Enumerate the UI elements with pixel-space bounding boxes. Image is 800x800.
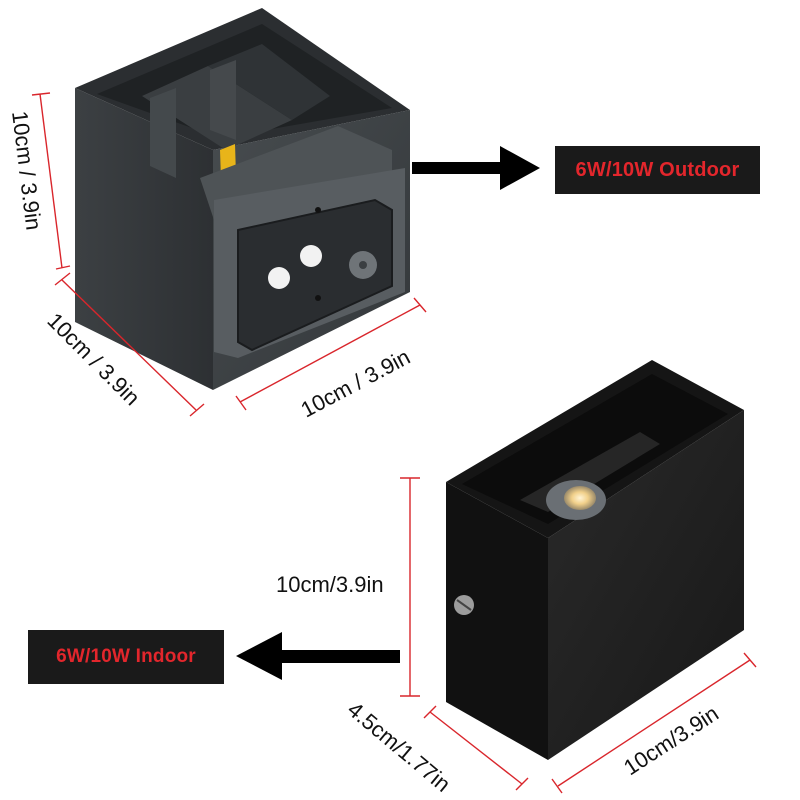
arrow-left-icon [236,632,400,680]
outdoor-light-cube [75,8,410,390]
outdoor-height-line [39,93,63,269]
indoor-light-box [446,360,744,760]
outdoor-depth-line [61,279,197,411]
outdoor-height-label: 10cm / 3.9in [7,110,46,232]
indoor-height-label: 10cm/3.9in [276,572,384,597]
outdoor-width-line [239,304,421,403]
indoor-width-line [557,659,751,787]
indoor-depth-line [429,711,523,785]
outdoor-width-label: 10cm / 3.9in [297,344,415,422]
outdoor-badge: 6W/10W Outdoor [555,146,760,194]
arrow-right-icon [412,146,540,190]
indoor-depth-label: 4.5cm/1.77in [343,697,456,797]
indoor-badge: 6W/10W Indoor [28,630,224,684]
